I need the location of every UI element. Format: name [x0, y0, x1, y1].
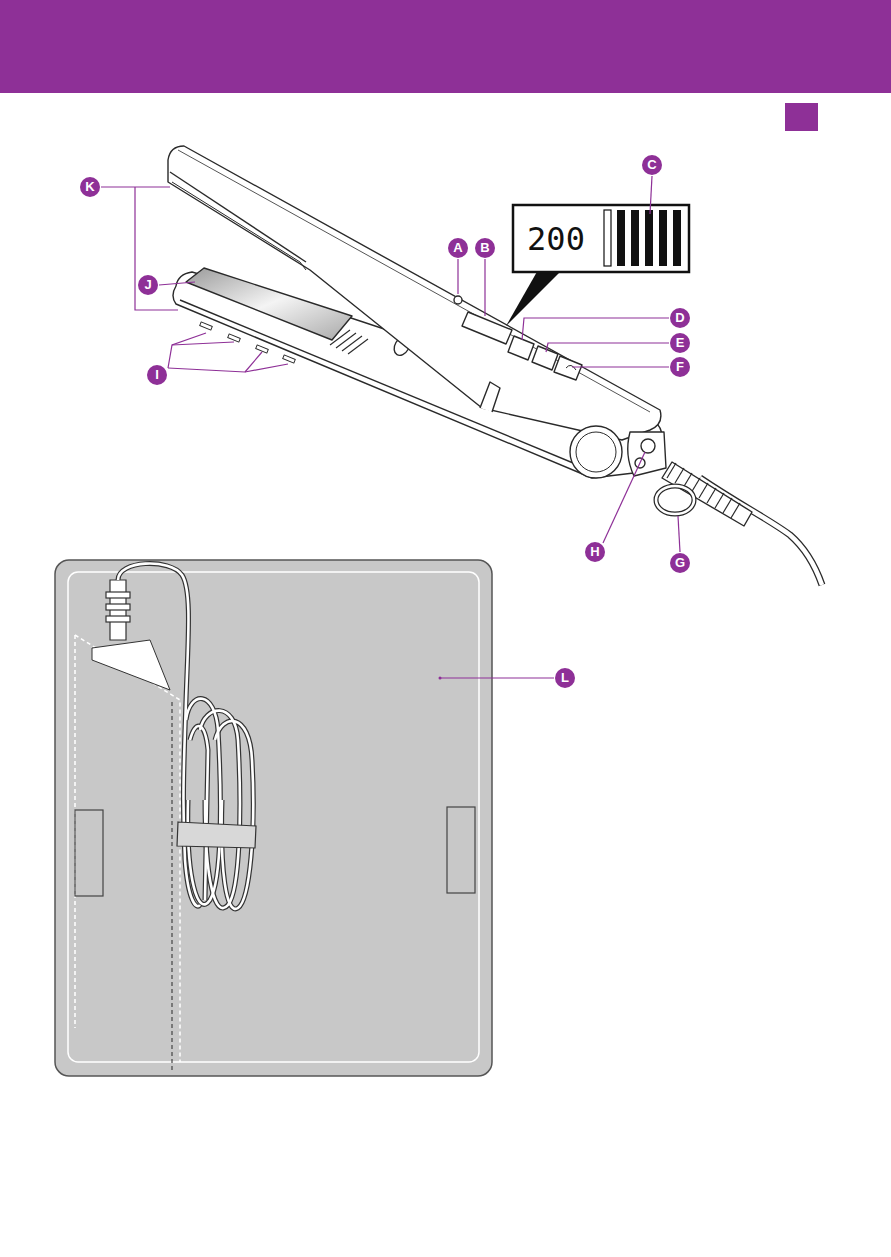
- cable-rib: [731, 503, 740, 518]
- callout-letter: L: [555, 668, 575, 688]
- cable-rib: [723, 498, 732, 513]
- display-inset: [506, 205, 689, 326]
- callout-letter: J: [138, 275, 158, 295]
- callout-letter: F: [670, 357, 690, 377]
- header-band: [0, 0, 891, 93]
- cable-rib: [707, 488, 716, 503]
- callout-letter: K: [80, 177, 100, 197]
- cable-rib: [699, 483, 708, 498]
- cable-rib: [715, 493, 724, 508]
- straightener: [168, 146, 822, 585]
- callout-letter: H: [585, 542, 605, 562]
- callout-letter: E: [670, 333, 690, 353]
- callout-letter: I: [147, 365, 167, 385]
- cable-rib: [667, 463, 676, 478]
- callout-letter: D: [670, 308, 690, 328]
- callout-letter: C: [642, 155, 662, 175]
- temperature-readout: 200: [525, 223, 587, 255]
- callout-letter: B: [475, 238, 495, 258]
- leader-lines: [101, 176, 680, 678]
- callout-letter: G: [670, 553, 690, 573]
- language-tab: [785, 103, 818, 131]
- cable-rib: [675, 468, 684, 483]
- callout-letter: A: [448, 238, 468, 258]
- storage-pouch: [55, 560, 492, 1076]
